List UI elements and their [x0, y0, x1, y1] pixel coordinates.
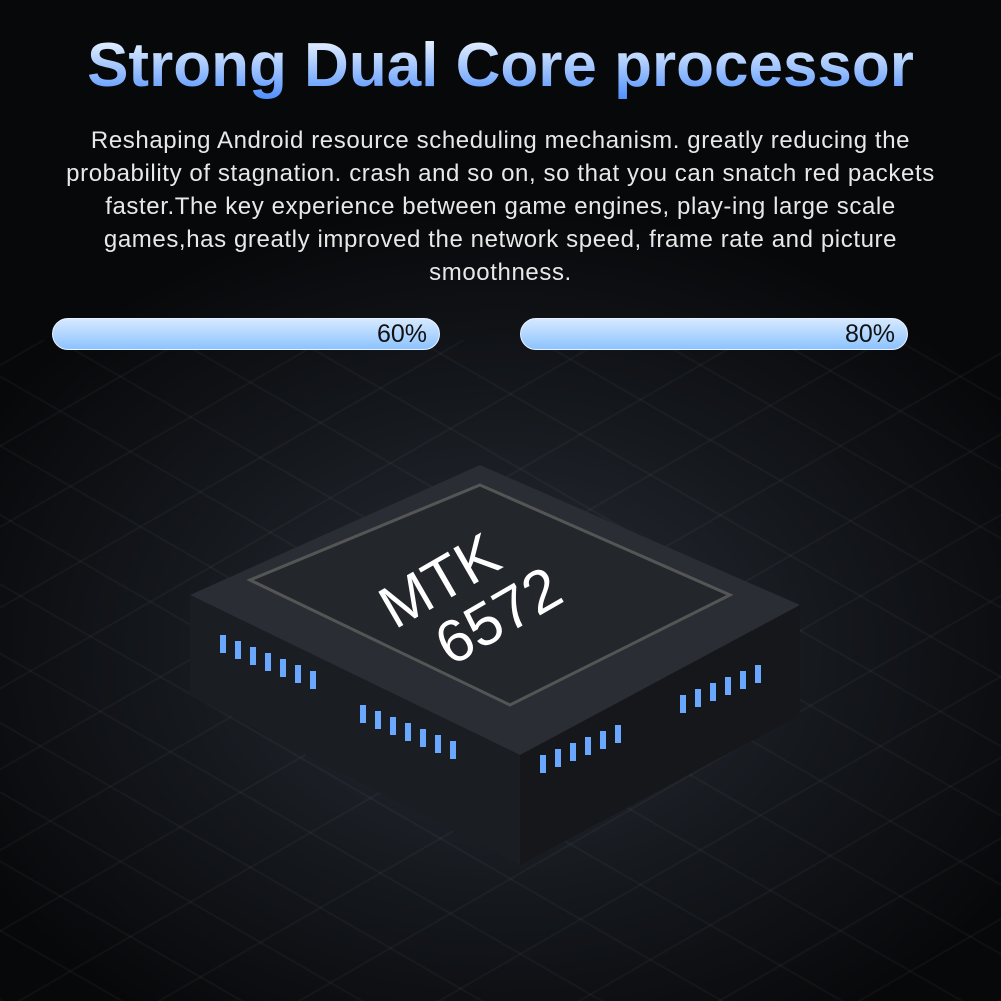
description: Reshaping Android resource scheduling me… [66, 127, 935, 286]
progress-label: 80% [844, 320, 895, 348]
processor-chip-illustration: MTK 6572 [190, 465, 800, 865]
progress-bar-2: 80% [520, 318, 908, 350]
progress-bar-1: 60% [52, 318, 440, 350]
progress-label: 60% [376, 320, 427, 348]
page-title: Strong Dual Core processor [0, 30, 1001, 101]
